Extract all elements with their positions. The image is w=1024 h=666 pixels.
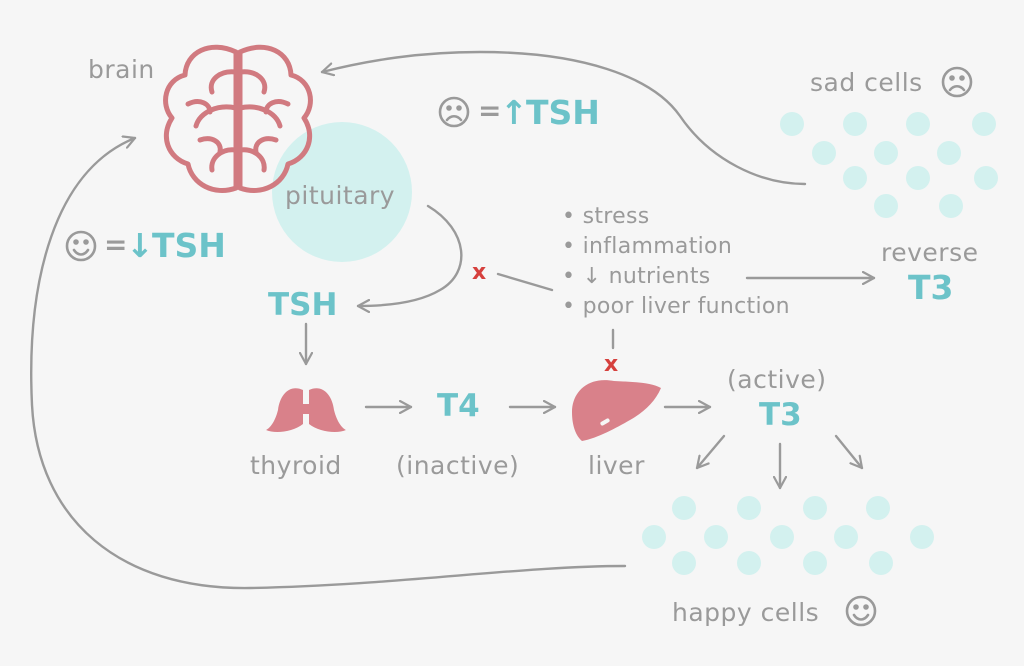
bullet: • (562, 234, 576, 259)
bullet: • (562, 264, 576, 289)
happy-legend-hormone: TSH (152, 226, 226, 265)
block-mark-liver: x (604, 352, 619, 377)
factor-text: inflammation (582, 234, 733, 259)
t4-label: T4 (437, 388, 480, 424)
sad-cells-cluster (780, 112, 998, 218)
arrow-t3-to-cells-right (834, 434, 864, 470)
factor-text: poor liver function (582, 294, 790, 319)
factor-item: • ↓ nutrients (562, 266, 711, 288)
arrows (30, 50, 876, 590)
sad-face-icon (941, 66, 973, 98)
pituitary-label: pituitary (285, 181, 396, 210)
feedback-arrow-happy-to-brain (30, 138, 627, 590)
factor-text: stress (582, 204, 650, 229)
pituitary-gland (272, 122, 412, 262)
brain-icon (163, 44, 313, 193)
t3-reverse-label: T3 (908, 268, 954, 307)
happy-cells-cluster (642, 496, 934, 575)
liver-icon (572, 380, 661, 441)
thyroid-label: thyroid (250, 451, 342, 480)
sad-cells-label: sad cells (810, 68, 923, 97)
liver-label: liver (588, 451, 645, 480)
happy-legend-equals: = (104, 228, 128, 261)
bullet: • (562, 204, 576, 229)
factor-text: ↓ nutrients (582, 264, 711, 289)
happy-face-icon (65, 230, 97, 262)
arrow-t3-to-cells-left (695, 434, 726, 470)
t3-active-label: T3 (759, 397, 802, 433)
sad-legend-arrow: ↑ (500, 93, 528, 132)
sad-legend-hormone: TSH (526, 93, 600, 132)
arrow-pituitary-to-tsh (356, 204, 463, 306)
block-mark-pituitary: x (472, 260, 487, 285)
thyroid-icon (266, 388, 346, 432)
happy-cells-label: happy cells (672, 598, 820, 627)
active-label: (active) (727, 365, 827, 394)
happy-face-icon (845, 595, 877, 627)
inactive-label: (inactive) (396, 451, 520, 480)
happy-legend-arrow: ↓ (126, 226, 154, 265)
factor-item: • inflammation (562, 236, 732, 258)
reverse-label: reverse (881, 238, 979, 267)
factor-item: • poor liver function (562, 296, 790, 318)
feedback-arrow-sad-to-brain (320, 50, 807, 186)
bullet: • (562, 294, 576, 319)
sad-face-icon (438, 96, 470, 128)
sad-legend-equals: = (478, 94, 502, 127)
factor-item: • stress (562, 206, 650, 228)
tsh-label: TSH (268, 287, 338, 323)
arrow-block-line (496, 272, 554, 292)
brain-label: brain (88, 55, 155, 84)
